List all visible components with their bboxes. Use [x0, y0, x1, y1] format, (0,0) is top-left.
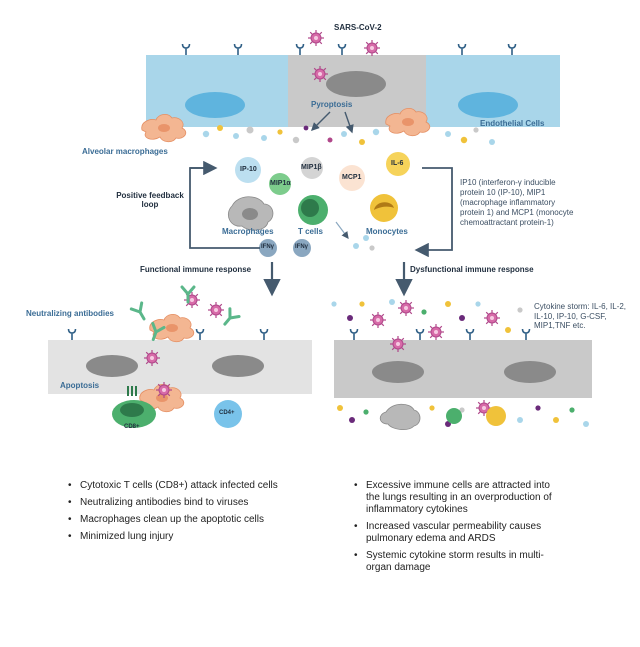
functional-label: Functional immune response: [140, 265, 252, 274]
cd4-label: CD4+: [219, 410, 235, 416]
receptor-icon: [259, 328, 269, 341]
receptor-icon: [195, 328, 205, 341]
neutralizing-label: Neutralizing antibodies: [26, 309, 115, 318]
antibody-icon: [129, 301, 151, 324]
functional-panel: [48, 285, 312, 428]
alveolar-label: Alveolar macrophages: [82, 147, 168, 156]
virus-icon: [363, 39, 381, 57]
ifn-label-1: IFNγ: [261, 244, 275, 250]
cd8-label: CD8+: [124, 424, 140, 430]
cytokine-ip10: [235, 157, 261, 183]
virus-icon: [207, 301, 225, 319]
receptor-icon: [349, 328, 359, 341]
mip1b-label: MIP1β: [301, 164, 322, 171]
receptor-icon: [67, 328, 77, 341]
infected-nucleus: [326, 71, 386, 97]
virus-icon: [155, 381, 173, 399]
ip10-note: IP10 (interferon-γ inducible protein 10 …: [460, 178, 574, 227]
virus-icon: [143, 349, 161, 367]
pyroptosis-label: Pyroptosis: [311, 100, 353, 109]
receptor-icon: [521, 328, 531, 341]
dysfunctional-bullets: Excessive immune cells are attracted int…: [352, 480, 562, 579]
monocytes-label: Monocytes: [366, 227, 408, 236]
list-item: Macrophages clean up the apoptotic cells: [66, 514, 306, 526]
receptor-icon: [457, 43, 467, 56]
ifn-gamma-1: [259, 239, 277, 257]
receptor-icon: [295, 43, 305, 56]
tcells-label: T cells: [298, 227, 323, 236]
virus-icon: [389, 335, 407, 353]
receptor-icon: [233, 43, 243, 56]
virus-icon: [483, 309, 501, 327]
virus-icon: [369, 311, 387, 329]
endothelial-label: Endothelial Cells: [480, 119, 545, 128]
virus-label: SARS-CoV-2: [334, 23, 382, 32]
list-item: Excessive immune cells are attracted int…: [352, 480, 562, 516]
top-epithelium: [141, 29, 560, 143]
macrophage-icon: [149, 313, 195, 343]
ifn-label-2: IFNγ: [295, 244, 309, 250]
feedback-label: Positive feedback loop: [116, 191, 184, 209]
cytokines: [235, 152, 410, 195]
dysfunctional-label: Dysfunctional immune response: [410, 265, 534, 274]
macrophage-cell: [379, 403, 421, 430]
immune-cells: [228, 194, 398, 257]
list-item: Increased vascular permeability causes p…: [352, 521, 562, 545]
ifn-gamma-2: [293, 239, 311, 257]
virus-icon: [307, 29, 325, 47]
virus-icon: [397, 299, 415, 317]
list-item: Neutralizing antibodies bind to viruses: [66, 497, 306, 509]
cytokine-il6: [386, 152, 410, 176]
mip1a-label: MIP1α: [270, 180, 291, 187]
mcp1-label: MCP1: [342, 174, 362, 181]
antibody-icon: [218, 307, 241, 330]
functional-bullets: Cytotoxic T cells (CD8+) attack infected…: [66, 480, 306, 548]
receptor-icon: [181, 43, 191, 56]
nucleus-left: [185, 92, 245, 118]
monocyte-icon: [370, 194, 398, 222]
receptor-icon: [337, 43, 347, 56]
released-particles: [202, 125, 495, 145]
nucleus-right: [458, 92, 518, 118]
t-cell-icon: [446, 408, 462, 424]
list-item: Systemic cytokine storm results in multi…: [352, 550, 562, 574]
feedback-arrows: [189, 160, 453, 297]
receptor-icon: [507, 43, 517, 56]
il6-label: IL-6: [391, 160, 404, 167]
cytokine-storm-label: Cytokine storm: IL-6, IL-2, IL-10, IP-10…: [534, 302, 627, 331]
receptor-icon: [465, 328, 475, 341]
cytokine-mip1a: [269, 173, 291, 195]
cytokine-mip1b: [301, 157, 323, 179]
cd4-cell: [214, 400, 242, 428]
apoptosis-label: Apoptosis: [60, 381, 100, 390]
cytokine-mcp1: [339, 165, 365, 191]
list-item: Minimized lung injury: [66, 531, 306, 543]
virus-icon: [311, 65, 329, 83]
dysfunctional-panel: [331, 299, 592, 430]
ip10-label: IP-10: [240, 166, 257, 173]
list-item: Cytotoxic T cells (CD8+) attack infected…: [66, 480, 306, 492]
virus-icon: [427, 323, 445, 341]
receptor-icon: [415, 328, 425, 341]
macrophages-label: Macrophages: [222, 227, 274, 236]
monocyte-icon: [486, 406, 506, 426]
